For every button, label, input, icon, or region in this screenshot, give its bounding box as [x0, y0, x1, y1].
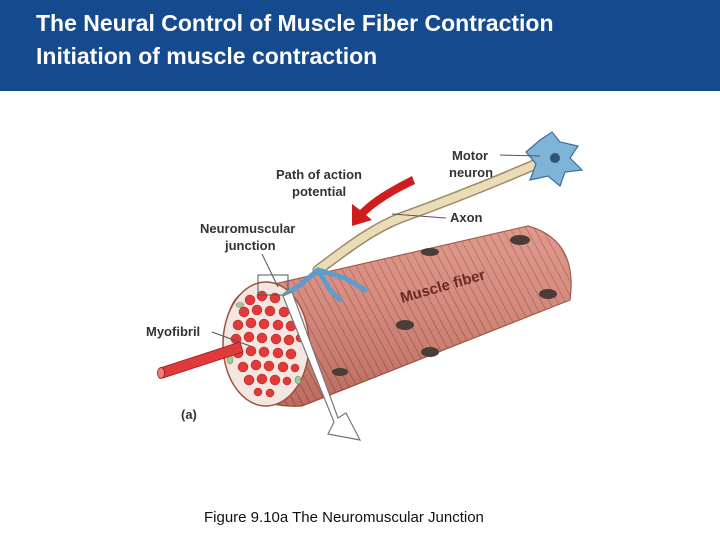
neuromuscular-junction-diagram: Motor neuron Path of action potential Ne… [146, 131, 584, 441]
label-motor-neuron-2: neuron [449, 165, 493, 180]
slide-subtitle: Initiation of muscle contraction [36, 43, 378, 69]
slide-title: The Neural Control of Muscle Fiber Contr… [36, 10, 554, 36]
cross-section [222, 274, 310, 407]
label-motor-neuron-1: Motor [452, 148, 488, 163]
title-bar: The Neural Control of Muscle Fiber Contr… [0, 0, 720, 91]
label-nmj-1: Neuromuscular [200, 221, 295, 236]
figure-caption: Figure 9.10a The Neuromuscular Junction [204, 509, 484, 526]
motor-neuron [282, 131, 584, 303]
action-potential-arrow [352, 176, 415, 226]
myofibril [157, 341, 244, 379]
label-axon: Axon [450, 210, 483, 225]
label-path-1: Path of action [276, 167, 362, 182]
label-nmj-2: junction [224, 238, 276, 253]
label-path-2: potential [292, 184, 346, 199]
label-myofibril: Myofibril [146, 324, 200, 339]
label-panel: (a) [181, 407, 197, 422]
zoom-arrow [282, 291, 362, 441]
leader-lines [211, 154, 541, 347]
